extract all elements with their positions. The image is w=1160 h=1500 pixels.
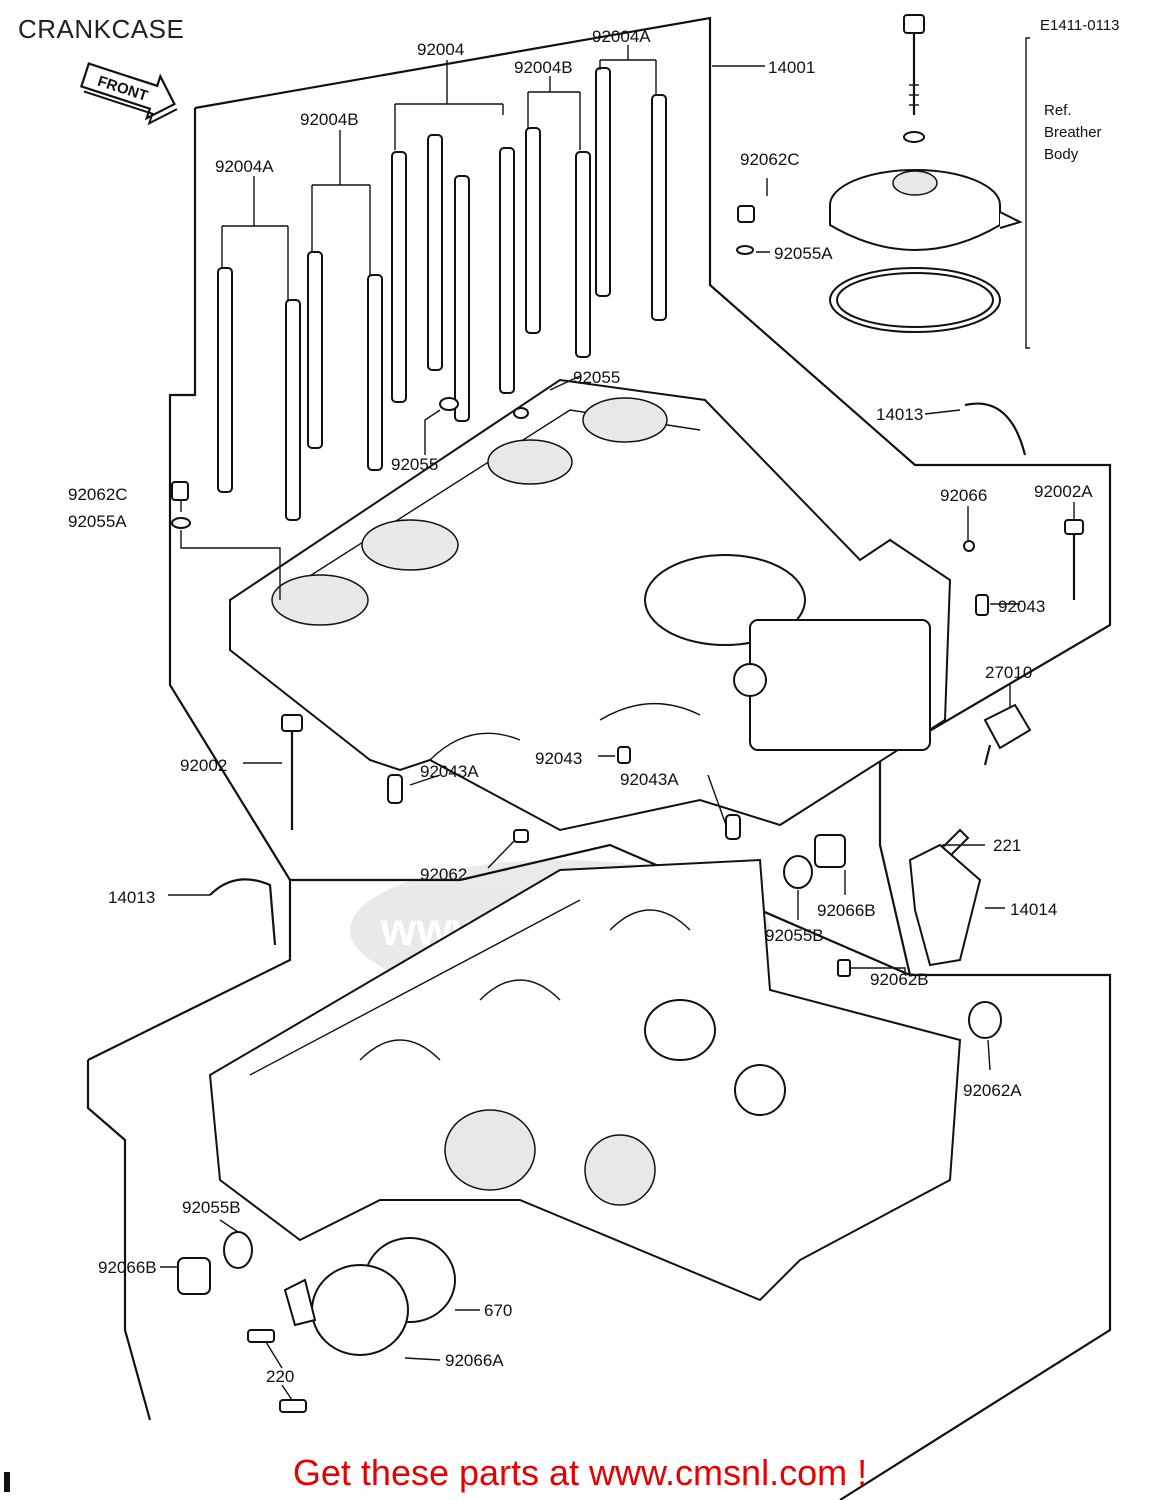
label-92062: 92062 bbox=[420, 865, 467, 884]
label-92066a: 92066A bbox=[445, 1351, 504, 1370]
label-92043a-right: 92043A bbox=[620, 770, 679, 789]
footer-link[interactable]: Get these parts at www.cmsnl.com ! bbox=[292, 1452, 868, 1493]
label-92004: 92004 bbox=[417, 40, 464, 59]
label-92004a-left: 92004A bbox=[215, 157, 274, 176]
label-92043-mid: 92043 bbox=[535, 749, 582, 768]
label-92055b-right: 92055B bbox=[765, 926, 824, 945]
small-parts bbox=[171, 205, 1084, 1413]
ref-note: Ref. Breather Body bbox=[1025, 37, 1102, 349]
label-27010: 27010 bbox=[985, 663, 1032, 682]
label-92066b-right: 92066B bbox=[817, 901, 876, 920]
label-92043-right: 92043 bbox=[998, 597, 1045, 616]
label-220: 220 bbox=[266, 1367, 294, 1386]
page-title: CRANKCASE bbox=[18, 14, 185, 44]
lower-crankcase bbox=[208, 858, 962, 1302]
lower-case-boundary bbox=[86, 1060, 152, 1421]
corner-mark bbox=[4, 1472, 10, 1492]
label-92004a-top: 92004A bbox=[592, 27, 651, 46]
label-92055b-left: 92055B bbox=[182, 1198, 241, 1217]
upper-case-boundary bbox=[87, 16, 1112, 1061]
leader-lines bbox=[160, 45, 1075, 1401]
label-14001: 14001 bbox=[768, 58, 815, 77]
thrust-washer-left bbox=[209, 878, 277, 946]
label-14014: 14014 bbox=[1010, 900, 1057, 919]
label-670: 670 bbox=[484, 1301, 512, 1320]
label-92055-b: 92055 bbox=[391, 455, 438, 474]
part-labels: 92004 92004A 92004B 14001 92004B 92004A … bbox=[68, 27, 1093, 1386]
front-arrow-icon: FRONT bbox=[79, 62, 178, 126]
label-92002: 92002 bbox=[180, 756, 227, 775]
ref-note-line-3: Body bbox=[1044, 146, 1079, 163]
label-92062b: 92062B bbox=[870, 970, 929, 989]
upper-case-boundary-left bbox=[168, 108, 291, 881]
label-92004b-left: 92004B bbox=[300, 110, 359, 129]
ref-code: E1411-0113 bbox=[1040, 17, 1120, 34]
label-92055a-top: 92055A bbox=[774, 244, 833, 263]
upper-crankcase bbox=[229, 378, 952, 832]
ref-note-line-2: Breather bbox=[1044, 124, 1102, 141]
label-92062c-left: 92062C bbox=[68, 485, 128, 504]
label-92062a: 92062A bbox=[963, 1081, 1022, 1100]
label-92055-a: 92055 bbox=[573, 368, 620, 387]
label-92055a-left: 92055A bbox=[68, 512, 127, 531]
label-14013-left: 14013 bbox=[108, 888, 155, 907]
label-92043a-left: 92043A bbox=[420, 762, 479, 781]
label-92066: 92066 bbox=[940, 486, 987, 505]
label-92066b-left: 92066B bbox=[98, 1258, 157, 1277]
label-92062c-top: 92062C bbox=[740, 150, 800, 169]
ref-note-line-1: Ref. bbox=[1044, 102, 1072, 119]
label-14013-right: 14013 bbox=[876, 405, 923, 424]
stud-bolts bbox=[217, 67, 667, 521]
breather-body bbox=[829, 14, 1023, 333]
label-92002a: 92002A bbox=[1034, 482, 1093, 501]
label-92004b-top: 92004B bbox=[514, 58, 573, 77]
thrust-washer-right bbox=[964, 402, 1027, 456]
lower-case-boundary-right bbox=[839, 973, 1112, 1500]
label-221: 221 bbox=[993, 836, 1021, 855]
